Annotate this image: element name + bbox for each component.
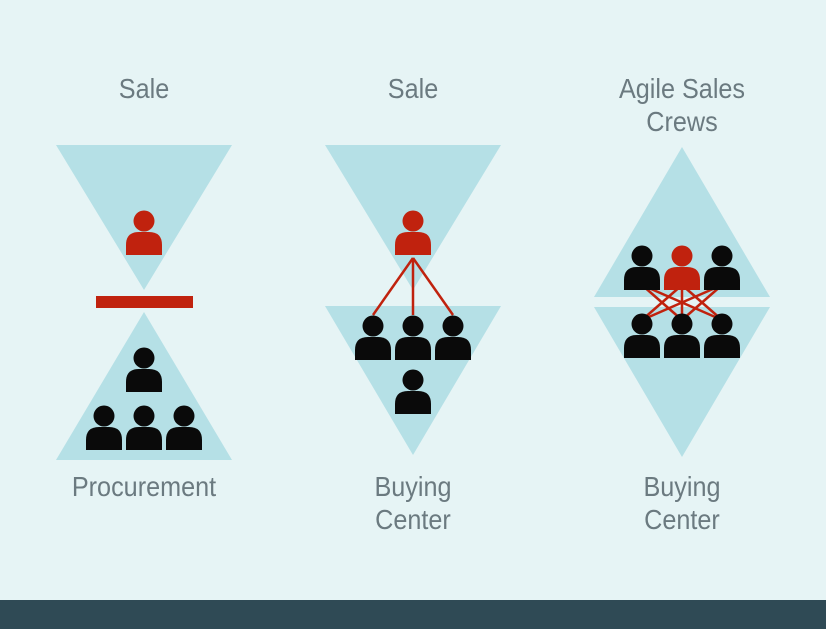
label-line: Center — [375, 504, 451, 535]
connector-line — [371, 257, 415, 316]
sales-model-diagram — [56, 145, 770, 460]
panel-2-bottom-label: Buying Center — [332, 470, 494, 536]
connector-line — [411, 257, 455, 316]
label-line: Crews — [646, 106, 718, 137]
connector-lines — [371, 257, 455, 316]
panel-2-top-label: Sale — [332, 72, 494, 105]
label-line: Procurement — [71, 471, 217, 502]
connector-line — [641, 283, 723, 322]
connector-line — [641, 284, 683, 321]
barrier-bar — [96, 296, 193, 308]
panel-3-top-label: Agile Sales Crews — [592, 72, 772, 138]
label-line: Agile Sales — [618, 73, 746, 104]
footer-bar — [0, 600, 826, 629]
label-line: Sale — [387, 73, 439, 104]
label-line: Buying — [643, 471, 721, 502]
panel-1-top-label: Sale — [63, 72, 225, 105]
label-line: Center — [644, 504, 720, 535]
panel-2 — [325, 145, 501, 455]
panel-1-bottom-label: Procurement — [52, 470, 236, 503]
connector-line — [681, 284, 723, 321]
connector-mesh — [641, 283, 723, 322]
label-line: Buying — [374, 471, 452, 502]
panel-3 — [594, 147, 770, 457]
label-line: Sale — [118, 73, 170, 104]
diagram-canvas: Sale Procurement Sale Buying Center Agil… — [52, 72, 772, 536]
panel-1 — [56, 145, 232, 460]
panel-3-bottom-label: Buying Center — [601, 470, 763, 536]
